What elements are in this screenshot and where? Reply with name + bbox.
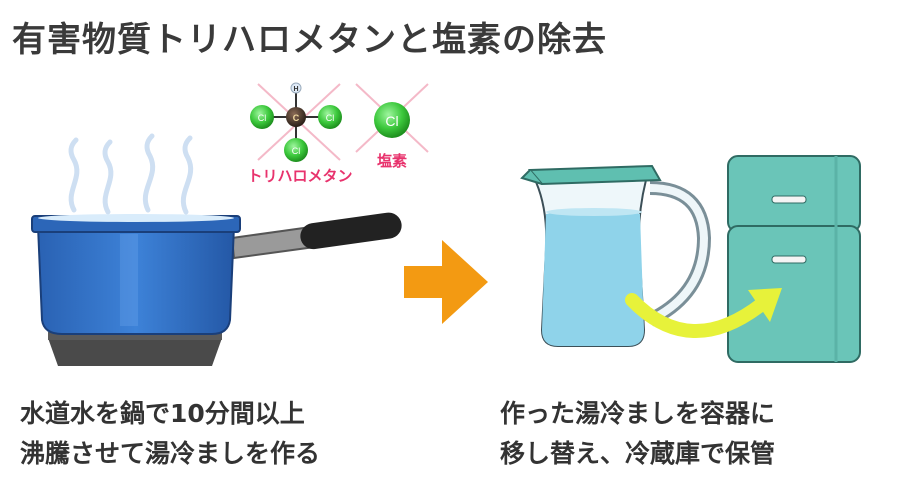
carbon-atom: C — [286, 107, 306, 127]
trihalomethane-molecule: H Cl Cl Cl C トリハロメタン — [247, 82, 353, 185]
svg-text:Cl: Cl — [258, 113, 267, 123]
refrigerator-icon — [727, 155, 861, 363]
hydrogen-atom: H — [290, 82, 302, 94]
trihalomethane-label: トリハロメタン — [247, 167, 352, 185]
chlorine-label: 塩素 — [377, 152, 407, 170]
svg-text:Cl: Cl — [385, 113, 398, 129]
chlorine-molecule: Cl 塩素 — [355, 83, 429, 170]
step1-caption-line2: 沸騰させて湯冷ましを作る — [20, 439, 321, 468]
chlorine-atom-left: Cl — [250, 105, 274, 129]
pot-icon — [31, 212, 402, 335]
next-step-arrow-icon — [404, 240, 488, 324]
step1-caption-line1: 水道水を鍋で10分間以上 — [20, 399, 305, 428]
atom-h-label: H — [293, 86, 298, 93]
move-to-fridge-arrow-icon — [625, 288, 782, 338]
page-title: 有害物質トリハロメタンと塩素の除去 — [12, 20, 607, 60]
svg-text:Cl: Cl — [292, 146, 301, 156]
svg-text:C: C — [293, 113, 300, 123]
step2-caption: 作った湯冷ましを容器に 移し替え、冷蔵庫で保管 — [500, 394, 775, 474]
step1-caption: 水道水を鍋で10分間以上 沸騰させて湯冷ましを作る — [20, 394, 320, 474]
svg-text:Cl: Cl — [326, 113, 335, 123]
chlorine-atom-bottom: Cl — [284, 138, 308, 162]
water-pitcher-icon — [520, 164, 712, 347]
steam-icon — [68, 133, 194, 215]
chlorine-atom-right: Cl — [318, 105, 342, 129]
step2-caption-line1: 作った湯冷ましを容器に — [500, 399, 776, 428]
step2-caption-line2: 移し替え、冷蔵庫で保管 — [500, 439, 776, 468]
